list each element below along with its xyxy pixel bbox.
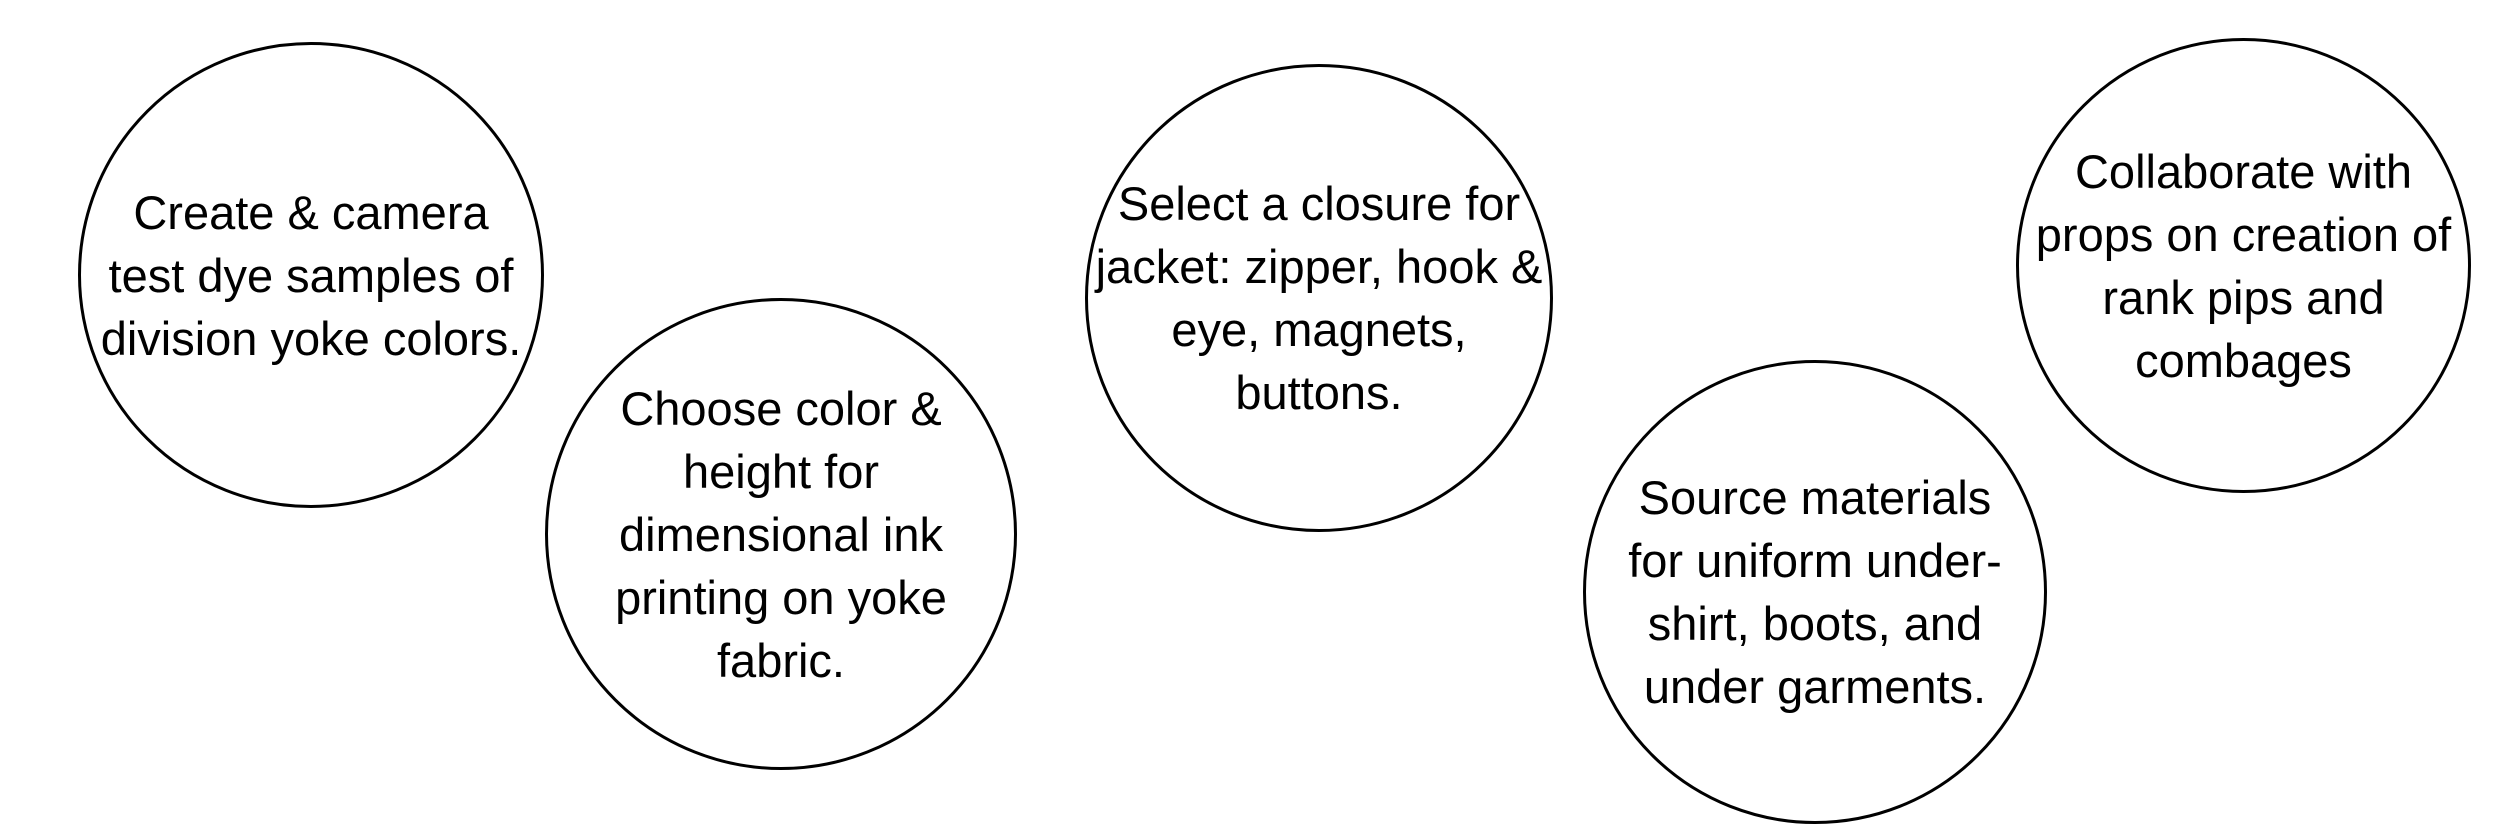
diagram-node-label: Create & camera test dye samples of divi… <box>100 185 522 365</box>
diagram-node-label: Source materials for uniform under- shir… <box>1628 471 2002 713</box>
diagram-node-label: Collaborate with props on creation of ra… <box>2035 144 2452 387</box>
diagram-node-rank-pips-combages[interactable]: Collaborate with props on creation of ra… <box>2016 38 2471 493</box>
diagram-node-source-materials[interactable]: Source materials for uniform under- shir… <box>1583 360 2047 824</box>
diagram-node-label: Choose color & height for dimensional in… <box>615 381 947 687</box>
diagram-node-jacket-closure[interactable]: Select a closure for jacket: zipper, hoo… <box>1085 64 1553 532</box>
diagram-node-dye-samples[interactable]: Create & camera test dye samples of divi… <box>78 42 544 508</box>
diagram-node-label: Select a closure for jacket: zipper, hoo… <box>1095 177 1543 419</box>
diagram-node-dimensional-ink-printing[interactable]: Choose color & height for dimensional in… <box>545 298 1017 770</box>
